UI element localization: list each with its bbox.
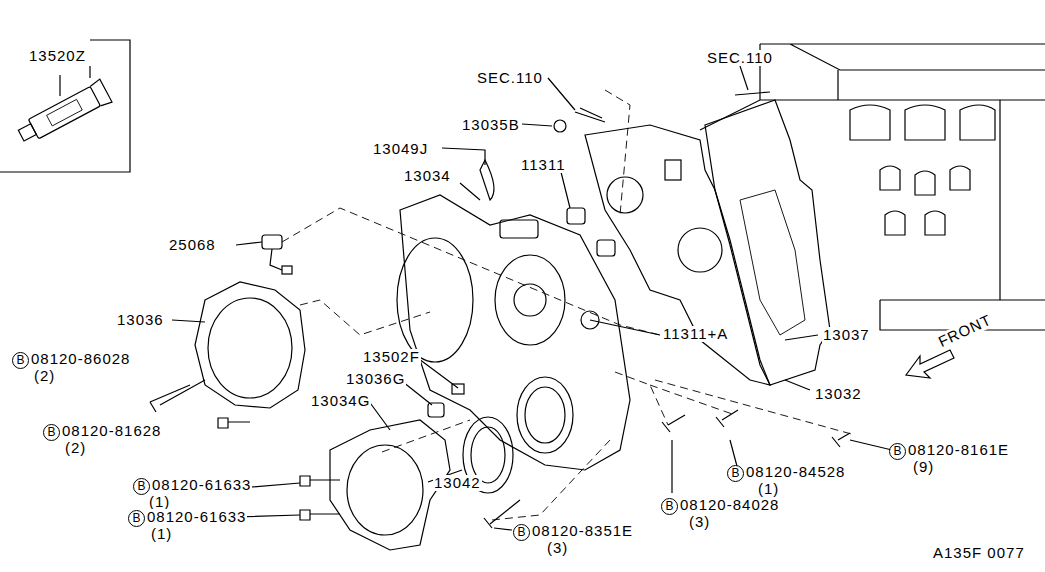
part-number: 08120-8161E (907, 442, 1010, 458)
part-number: 08120-8351E (531, 523, 634, 539)
part-number: 11311 (520, 157, 567, 173)
part-number: 08120-84028 (679, 497, 780, 513)
direction-label: FRONT (935, 311, 995, 350)
part-number: 13502F (362, 349, 421, 365)
circled-b-mark: B (889, 443, 906, 460)
part-number: 13036 (116, 312, 165, 328)
circled-b-mark: B (43, 424, 60, 441)
quantity: (3) (688, 514, 711, 530)
quantity: (1) (150, 526, 173, 542)
part-number: 08120-84528 (745, 464, 846, 480)
circled-b-mark: B (133, 478, 150, 495)
figure-code: A135F 0077 (932, 545, 1026, 561)
circled-b-mark: B (727, 465, 744, 482)
part-number: 08120-86028 (30, 351, 131, 367)
part-number: 08120-61633 (146, 509, 247, 525)
quantity: (2) (33, 368, 56, 384)
part-number: 13049J (372, 141, 429, 157)
section-ref: SEC.110 (706, 50, 774, 66)
part-number: 13035B (461, 117, 521, 133)
circled-b-mark: B (513, 524, 530, 541)
circled-b-mark: B (128, 510, 145, 527)
quantity: (1) (148, 494, 171, 510)
part-number: 08120-81628 (61, 423, 162, 439)
part-number: 13032 (814, 386, 863, 402)
part-number: 11311+A (662, 326, 729, 342)
quantity: (2) (64, 440, 87, 456)
circled-b-mark: B (12, 352, 29, 369)
part-number: 13042 (433, 475, 482, 491)
section-ref: SEC.110 (476, 70, 544, 86)
part-number: 13036G (345, 371, 406, 387)
part-number: 25068 (168, 237, 217, 253)
part-number: 08120-61633 (151, 477, 252, 493)
circled-b-mark: B (661, 498, 678, 515)
part-number: 13034 (403, 168, 452, 184)
quantity: (1) (757, 481, 780, 497)
quantity: (9) (912, 459, 935, 475)
part-number: 13034G (310, 393, 371, 409)
part-number: 13520Z (28, 48, 87, 64)
part-number: 13037 (822, 327, 871, 343)
quantity: (3) (546, 540, 569, 556)
